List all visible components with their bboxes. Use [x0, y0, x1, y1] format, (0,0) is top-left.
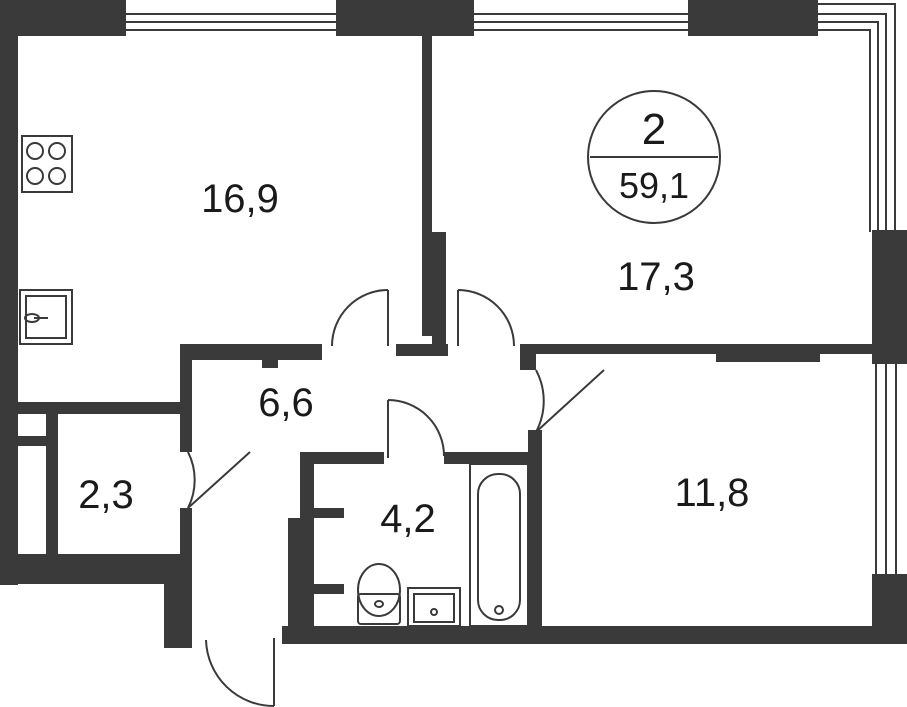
window-bedroom: [875, 364, 897, 574]
door-bedroom: [535, 369, 605, 433]
area-bathroom: 4,2: [380, 497, 436, 541]
stove-icon: [21, 135, 73, 193]
room-areas: 16,9 17,3 6,6 2,3 4,2 11,8: [78, 177, 749, 541]
badge-total-area: 59,1: [619, 165, 689, 206]
door-entrance: [205, 638, 275, 707]
area-hallway: 6,6: [258, 381, 314, 425]
area-storage: 2,3: [78, 473, 134, 517]
apartment-badge: 2 59,1: [587, 90, 721, 224]
area-living-room: 17,3: [617, 255, 695, 299]
window-living: [474, 13, 688, 31]
door-kitchen: [331, 289, 389, 347]
doors: [187, 289, 605, 707]
door-bathroom: [387, 399, 445, 458]
walls: [0, 0, 907, 648]
badge-rooms: 2: [642, 105, 666, 154]
window-kitchen: [126, 13, 336, 31]
sink-icon: [19, 289, 73, 345]
toilet-icon: [357, 563, 401, 625]
door-living: [457, 289, 515, 347]
washbasin-icon: [407, 587, 461, 627]
windows: [126, 3, 897, 574]
bathtub-icon: [469, 463, 529, 627]
door-storage: [187, 451, 251, 509]
area-bedroom: 11,8: [675, 471, 750, 515]
window-corner: [818, 3, 896, 232]
area-kitchen: 16,9: [201, 177, 279, 221]
